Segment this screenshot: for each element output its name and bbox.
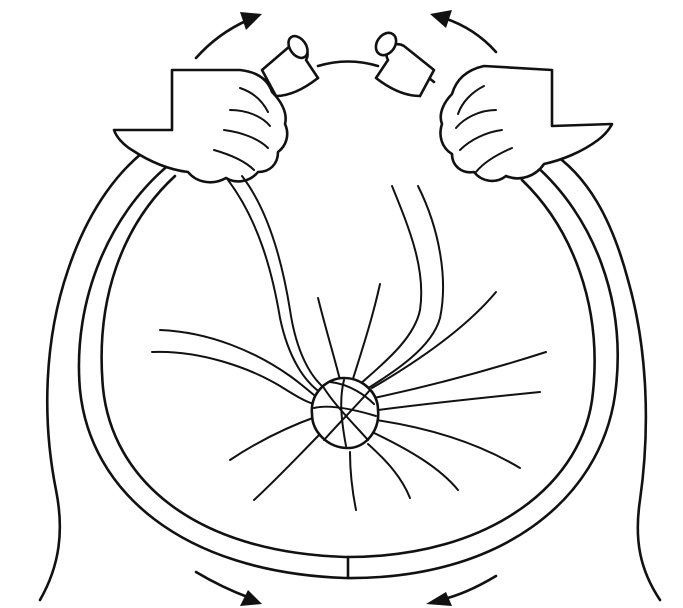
strand-upper-mid [352,284,380,382]
left-hanging-strand [40,140,160,600]
rotation-arrow-icon [196,10,496,58]
left-hand-icon [114,70,287,182]
strand-from-left-hand-b [228,180,326,396]
ring-outer-edge [79,160,618,578]
arrow-bottom-right-head [426,592,452,606]
arrow-top-left-arc [196,20,248,58]
hanging-strands [40,140,660,600]
strand-left-upper [160,330,318,398]
tube-end-right [372,29,434,96]
strand-upper-right-b [362,186,443,392]
arrow-bottom-right-arc [440,576,496,600]
strand-left-low [230,416,318,460]
arrow-top-right-head [430,10,452,28]
strand-upper-left-mid [318,298,340,380]
arrow-bottom-left-head [240,590,262,606]
strand-left-long [152,352,314,404]
arrow-top-right-arc [444,18,496,52]
arrow-bottom-left-arc [196,572,250,598]
knot-center [312,378,378,448]
right-hand-icon [440,66,612,181]
right-hand-outline [440,66,612,181]
strand-bottom [350,452,356,510]
strand-from-left-hand-a [242,176,330,392]
center-strands [152,176,546,510]
strand-lower-right [368,444,410,498]
strand-right-long-a [374,352,546,398]
left-hand-outline [114,70,287,182]
strand-right-long-b [378,392,540,410]
ring-inner-edge [102,176,595,557]
arrow-top-left-head [240,12,262,30]
ring-top-arc [318,62,378,67]
right-hanging-strand [548,150,660,600]
